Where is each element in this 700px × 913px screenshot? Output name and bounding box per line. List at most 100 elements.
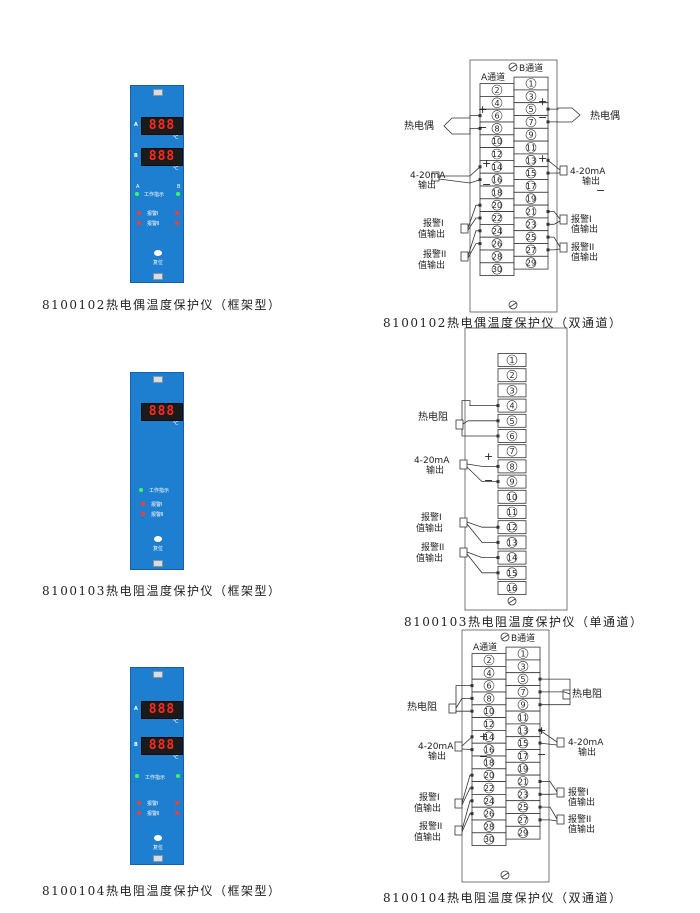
- work-led-icon: [139, 488, 143, 492]
- wire: [455, 710, 472, 713]
- plus-sign: +: [479, 730, 488, 743]
- terminal-number: 6: [509, 432, 514, 441]
- mounting-screw-icon: [500, 870, 510, 880]
- terminal-number: 11: [518, 714, 528, 723]
- wire: [466, 463, 498, 467]
- terminal: 9: [505, 697, 541, 712]
- terminal: 1: [513, 76, 549, 91]
- work-indicator-label: 工作指示: [145, 775, 166, 781]
- channel-a-label: A: [134, 706, 138, 712]
- minus-sign: −: [484, 474, 493, 487]
- terminal: 18: [471, 755, 507, 770]
- connector-box-icon: [431, 171, 440, 182]
- terminal-number: 25: [526, 233, 536, 242]
- alarm2-label-left: 报警ⅠⅠ: [423, 248, 446, 260]
- terminal-number: 13: [507, 538, 517, 547]
- unit-label: ℃: [173, 755, 179, 761]
- terminal-number: 8: [509, 462, 514, 471]
- wire: [540, 806, 558, 820]
- led-label-a: A: [136, 184, 140, 190]
- alarm1-label-right: 报警Ⅰ: [571, 213, 592, 225]
- alarm1-label-right: 值输出: [571, 223, 598, 235]
- alarm2-led-icon: [141, 512, 145, 516]
- channel-b-label: B通道: [511, 632, 535, 644]
- terminal-number: 10: [507, 493, 517, 502]
- connector-box-icon: [455, 419, 464, 430]
- terminal: 15: [505, 736, 541, 750]
- terminal: 25: [505, 800, 541, 814]
- terminal: 2: [471, 653, 507, 667]
- terminal: 29: [513, 255, 549, 270]
- alarm2-label-right: 报警ⅠⅠ: [571, 241, 594, 253]
- reset-label: 复位: [153, 260, 164, 266]
- alarm1-label-left: 报警Ⅰ: [419, 791, 440, 803]
- work-indicator-label: 工作指示: [144, 192, 165, 198]
- reset-button[interactable]: [154, 536, 162, 542]
- terminal: 3: [505, 659, 541, 674]
- connector-box-icon: [454, 741, 463, 752]
- terminal-number: 13: [518, 726, 528, 735]
- terminal: 26: [471, 806, 507, 821]
- reset-button[interactable]: [154, 250, 162, 256]
- terminal-number: 5: [509, 417, 514, 426]
- connector-box-icon: [559, 242, 568, 253]
- work-led-b-icon: [176, 192, 180, 196]
- led-label-b: B: [177, 184, 181, 190]
- display-a: 888: [141, 403, 183, 421]
- connector-box-icon: [454, 798, 463, 809]
- terminal: 15: [513, 166, 549, 180]
- connector-box-icon: [460, 223, 469, 234]
- terminal: 21: [513, 204, 549, 219]
- output-label-right: 4-20mA: [570, 167, 606, 177]
- terminal-number: 2: [509, 371, 514, 380]
- terminal: 8: [497, 459, 527, 474]
- wire: [467, 230, 480, 257]
- channel-b-label: B: [134, 742, 138, 748]
- terminal: 19: [505, 761, 541, 776]
- terminal-frame: [461, 629, 550, 883]
- unit-label: ℃: [173, 719, 179, 725]
- terminal-number: 28: [484, 822, 494, 831]
- terminal: 30: [471, 832, 507, 846]
- wire: [455, 698, 472, 709]
- terminal: 9: [497, 474, 527, 489]
- reset-button[interactable]: [154, 835, 162, 841]
- terminal-number: 18: [492, 188, 502, 197]
- alarm1-label-right: 报警Ⅰ: [568, 786, 589, 798]
- terminal: 14: [471, 730, 507, 744]
- terminal: 28: [471, 819, 507, 834]
- terminal-number: 22: [484, 784, 494, 793]
- terminal: 27: [505, 813, 541, 827]
- output-label-right: 输出: [578, 746, 596, 758]
- terminal-number: 30: [484, 835, 494, 844]
- bottom-screw-icon: [153, 855, 163, 862]
- terminal: 10: [479, 134, 515, 149]
- alarm1-label: 值输出: [416, 522, 443, 534]
- display-b: 888: [141, 737, 183, 755]
- wire: [547, 159, 561, 171]
- terminal-number: 17: [518, 752, 528, 761]
- terminal-number: 11: [507, 508, 517, 517]
- wire: [461, 736, 473, 747]
- sensor-label-left: 热电阻: [407, 700, 437, 713]
- alarm1-led-b-icon: [175, 801, 179, 805]
- sensor-label-right: 热电阻: [572, 687, 602, 700]
- terminal-number: 23: [526, 220, 536, 229]
- wire: [466, 521, 498, 528]
- terminal: 4: [479, 96, 515, 110]
- terminal: 16: [479, 172, 515, 187]
- terminal: 27: [513, 243, 549, 257]
- reset-label: 复位: [153, 845, 164, 851]
- terminal-frame: [469, 59, 558, 313]
- wire: [461, 748, 473, 750]
- connector-box-icon: [559, 165, 568, 176]
- terminal: 26: [479, 236, 515, 251]
- terminal: 12: [471, 717, 507, 731]
- wire: [461, 400, 498, 420]
- mounting-screw-icon: [508, 300, 518, 310]
- wire: [461, 429, 498, 437]
- alarm1-led-b-icon: [175, 211, 179, 215]
- terminal-number: 1: [520, 650, 525, 659]
- terminal-number: 27: [526, 246, 536, 255]
- terminal-number: 26: [492, 240, 502, 249]
